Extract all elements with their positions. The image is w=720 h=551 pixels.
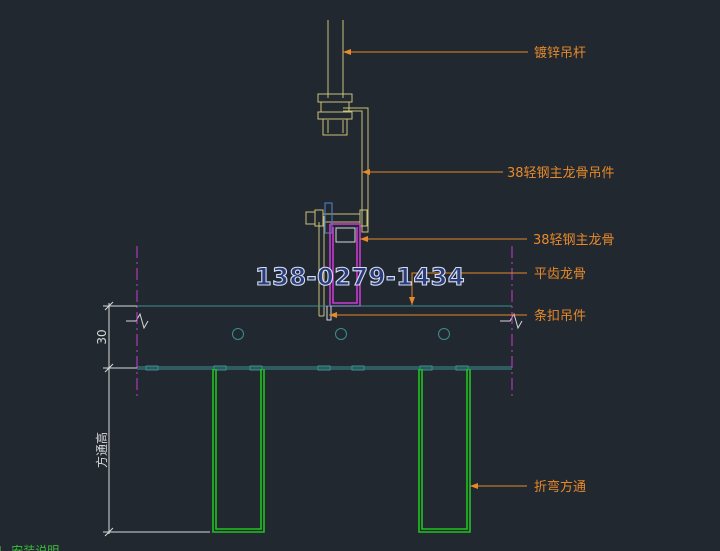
strip-clip-hanger bbox=[326, 306, 332, 321]
label-toothed-runner: 平齿龙骨 bbox=[534, 267, 586, 282]
hanger-bolt bbox=[305, 209, 368, 227]
galvanized-rod bbox=[327, 20, 344, 133]
label-folded-square-tube: 折弯方通 bbox=[534, 479, 586, 495]
break-lines bbox=[126, 312, 523, 330]
leader-lines bbox=[329, 51, 528, 487]
label-main-runner-hanger: 38轻钢主龙骨吊件 bbox=[507, 166, 615, 181]
main-runner-hanger bbox=[318, 107, 369, 317]
watermark-phone: 138-0279-1434 bbox=[255, 263, 465, 291]
rail-height-dimension: 30 bbox=[95, 329, 109, 344]
bolt-head bbox=[324, 202, 333, 234]
runner-lip bbox=[335, 227, 356, 243]
folded-square-tube-left bbox=[212, 369, 265, 533]
leader-arrowheads bbox=[329, 49, 478, 489]
rail-clips bbox=[145, 365, 469, 371]
label-galvanized-rod: 镀锌吊杆 bbox=[534, 45, 586, 61]
label-strip-clip-hanger: 条扣吊件 bbox=[534, 308, 586, 324]
folded-square-tube-right bbox=[418, 369, 471, 533]
dimension-lines bbox=[103, 301, 210, 537]
cut-centerlines bbox=[136, 246, 513, 396]
footer-note: 1. 安装说明 bbox=[0, 543, 59, 551]
label-main-runner: 38轻钢主龙骨 bbox=[533, 233, 615, 248]
rod-nut bbox=[317, 93, 353, 136]
tube-height-dimension: 方通高 bbox=[94, 432, 109, 468]
